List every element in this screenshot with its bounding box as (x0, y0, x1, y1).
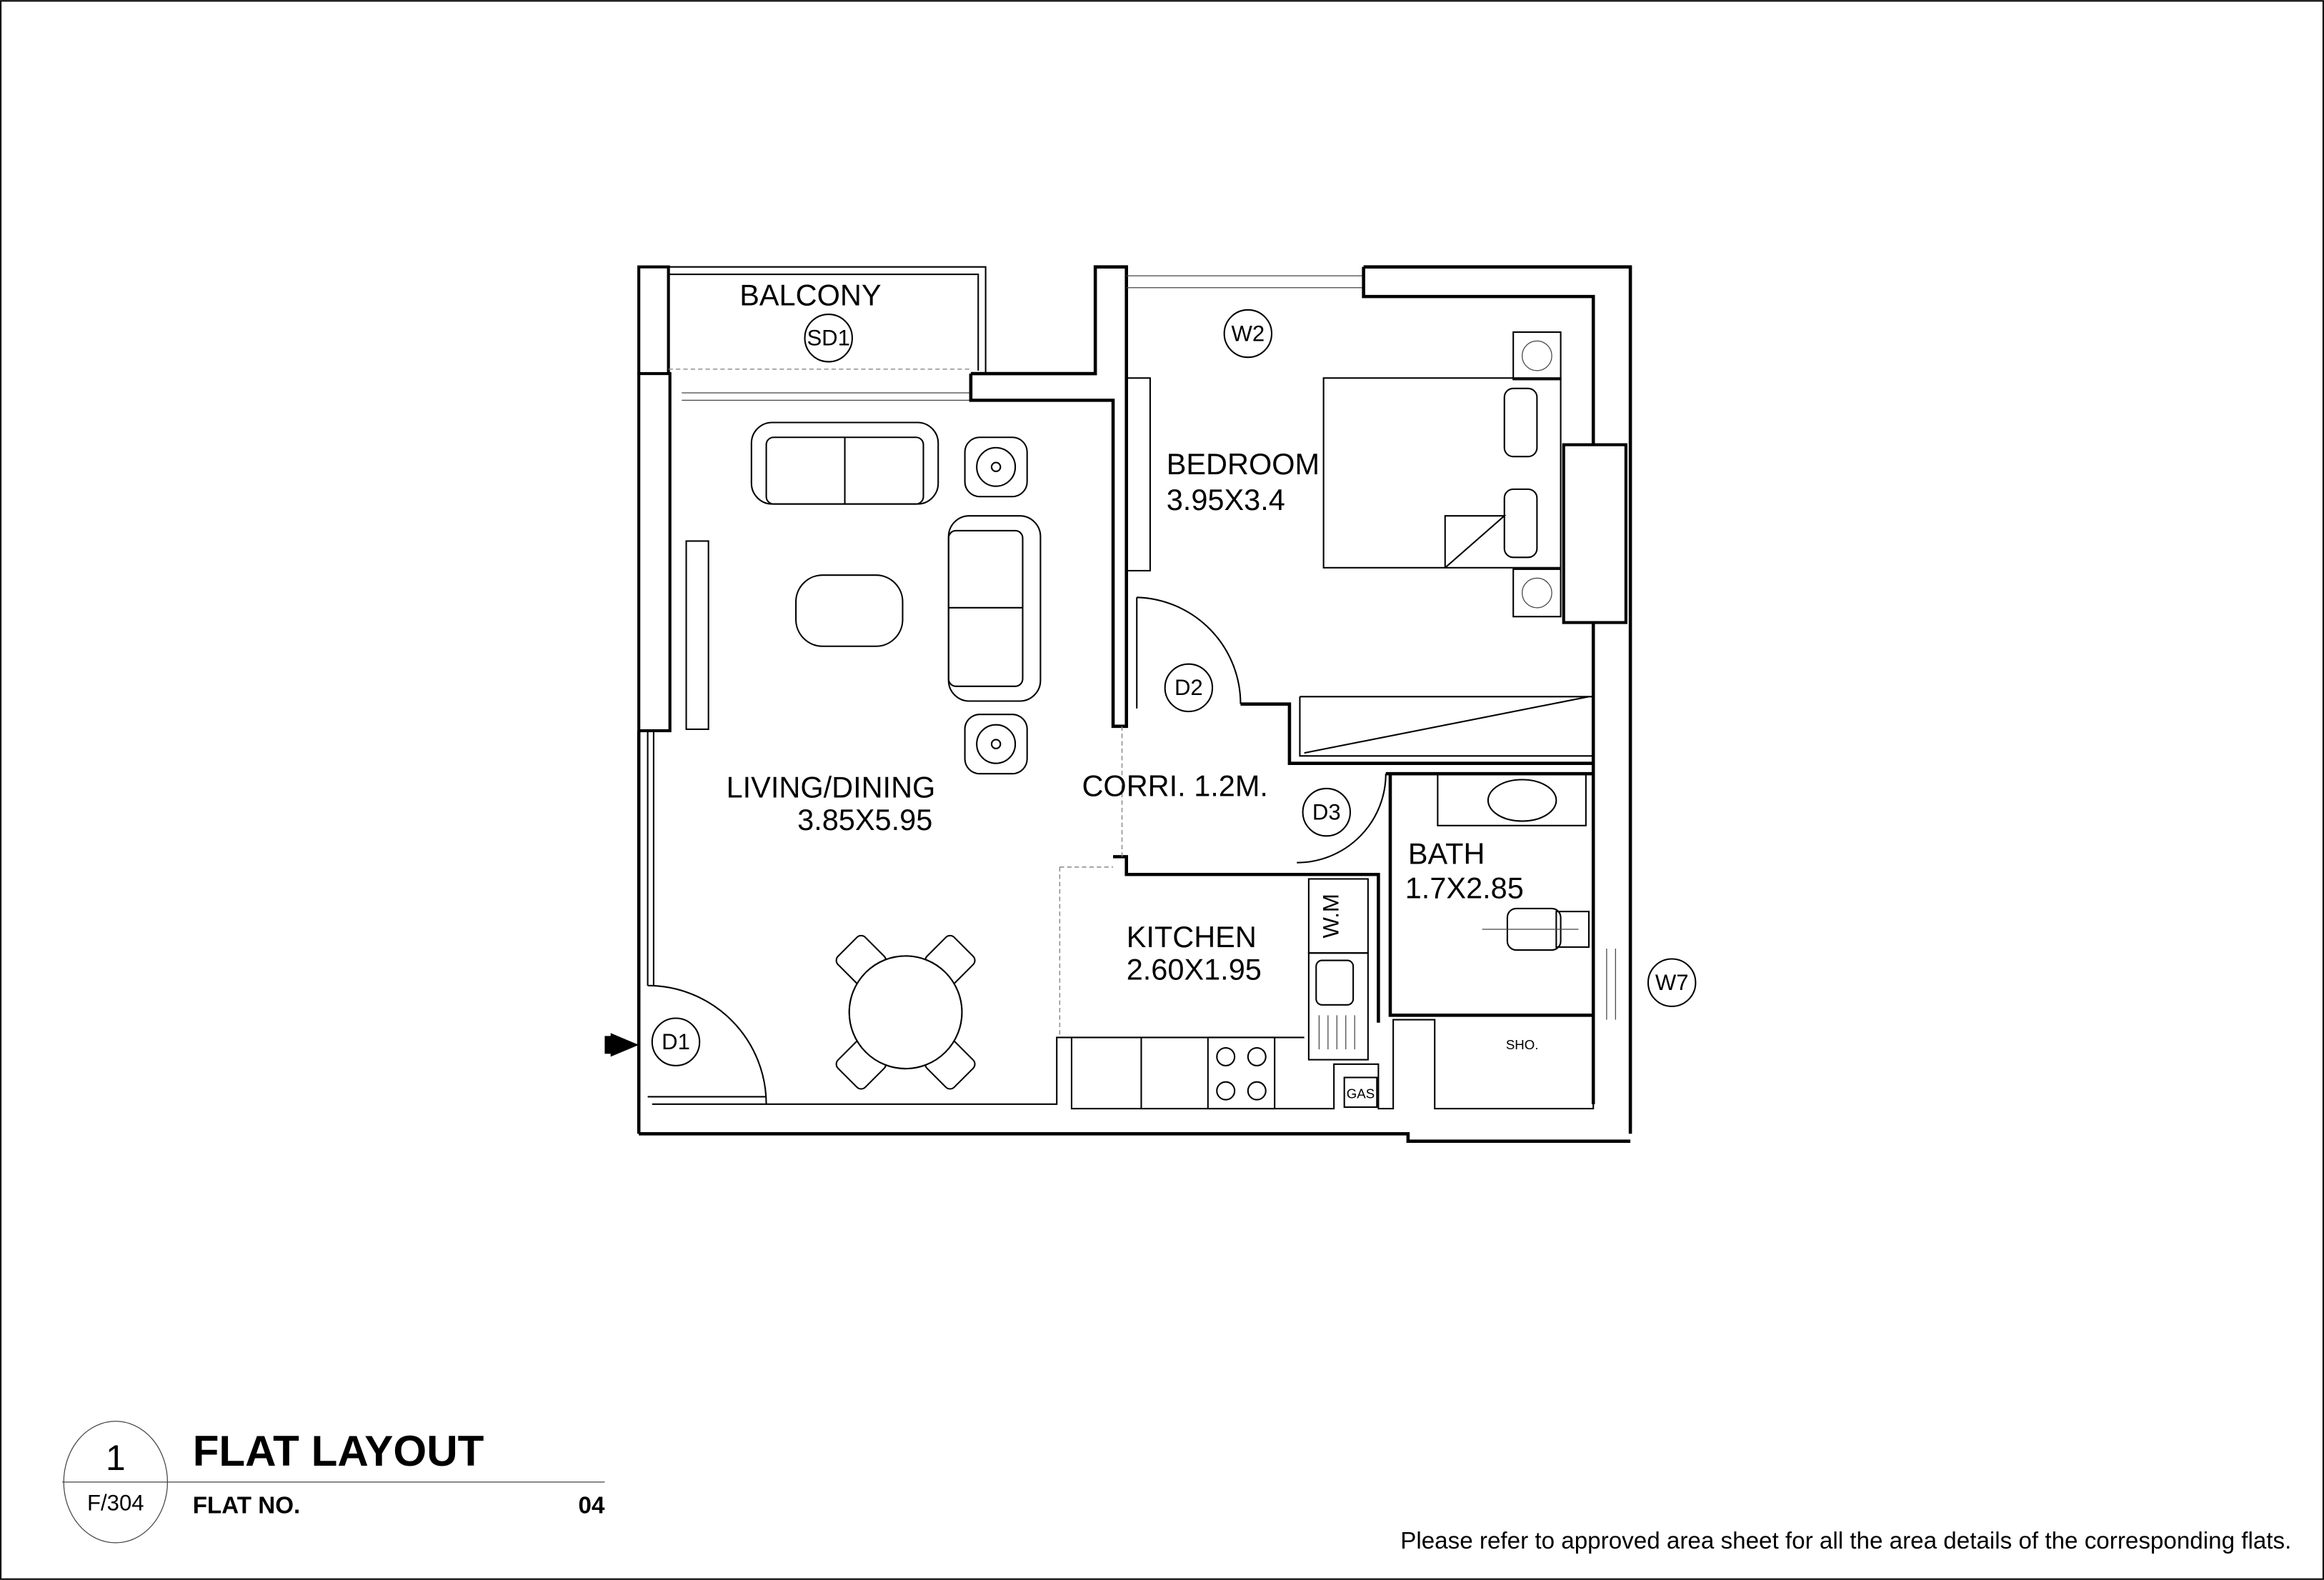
bedroom-size: 3.95X3.4 (1167, 483, 1285, 516)
furniture (750, 331, 1590, 1110)
tag-sd1: SD1 (807, 326, 850, 351)
bath-label: BATH (1408, 837, 1485, 871)
tag-w7: W7 (1655, 970, 1689, 995)
washing-machine-label: W.M (1318, 894, 1343, 938)
kitchen-size: 2.60X1.95 (1127, 953, 1262, 986)
walls (637, 265, 1632, 1143)
tag-d3: D3 (1312, 799, 1341, 824)
bedroom-label: BEDROOM (1167, 447, 1320, 481)
flat-no-label: FLAT NO. (193, 1492, 301, 1519)
tag-w2: W2 (1231, 321, 1265, 346)
corridor-label: CORRI. 1.2M. (1082, 769, 1267, 802)
drawing-title: FLAT LAYOUT (193, 1427, 484, 1475)
drawing-number: 1 (106, 1438, 126, 1478)
sheet-reference: F/304 (87, 1490, 144, 1515)
title-block: 1 F/304 FLAT LAYOUT FLAT NO. 04 (62, 1421, 605, 1544)
living-label: LIVING/DINING (727, 770, 936, 804)
tag-d2: D2 (1175, 675, 1203, 700)
kitchen-label: KITCHEN (1127, 920, 1257, 954)
shower-label: SHO. (1506, 1037, 1539, 1052)
living-size: 3.85X5.95 (797, 803, 932, 836)
bath-size: 1.7X2.85 (1405, 871, 1524, 904)
balcony-label: BALCONY (739, 279, 881, 312)
gas-label: GAS (1347, 1086, 1375, 1101)
doors (604, 596, 1387, 1104)
tag-d1: D1 (662, 1029, 690, 1054)
flat-no-value: 04 (579, 1492, 605, 1519)
tags: SD1 W2 D1 D2 D3 W7 (651, 309, 1697, 1066)
area-note: Please refer to approved area sheet for … (1400, 1528, 2291, 1554)
entry-arrow-icon (610, 1033, 639, 1057)
